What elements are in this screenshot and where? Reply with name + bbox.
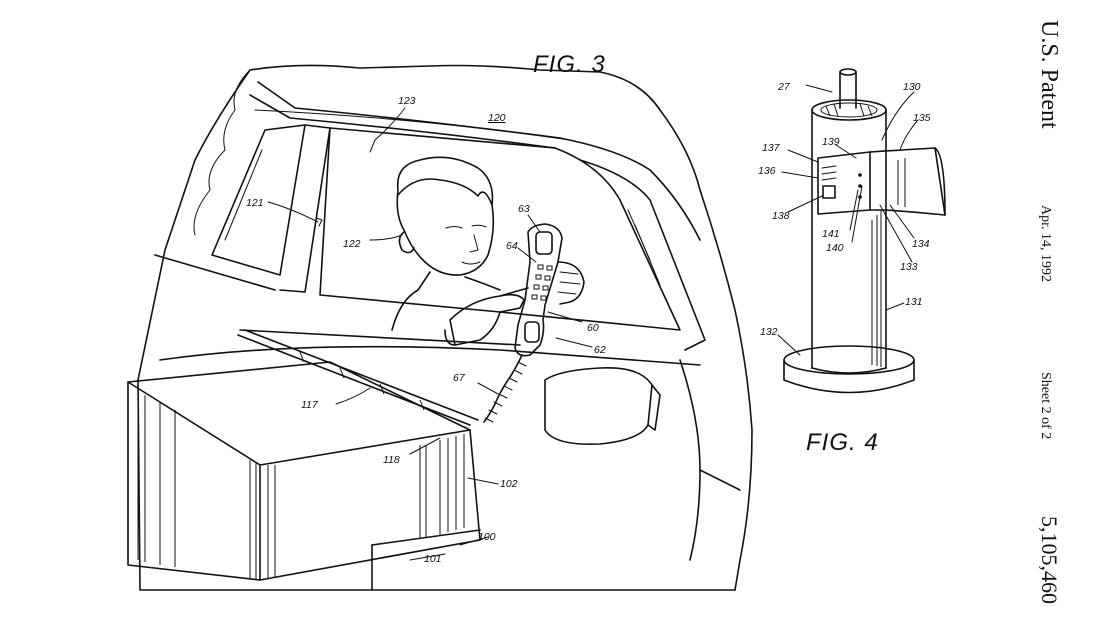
side-mirror bbox=[544, 367, 653, 446]
label-121: 121 bbox=[246, 197, 264, 209]
label-60: 60 bbox=[587, 322, 599, 334]
label-62: 62 bbox=[594, 344, 606, 356]
label-27: 27 bbox=[777, 81, 791, 93]
label-141: 141 bbox=[822, 228, 840, 240]
label-132: 132 bbox=[760, 326, 778, 338]
car-body-outline bbox=[137, 64, 753, 591]
label-137: 137 bbox=[762, 142, 781, 154]
phone-cord bbox=[483, 354, 523, 423]
label-130: 130 bbox=[903, 81, 921, 93]
fig3-title: FIG. 3 bbox=[533, 51, 606, 78]
label-63: 63 bbox=[518, 203, 530, 215]
label-120: 120 bbox=[488, 112, 506, 124]
label-140: 140 bbox=[826, 242, 844, 254]
label-100: 100 bbox=[478, 531, 496, 543]
label-67: 67 bbox=[453, 372, 466, 384]
label-133: 133 bbox=[900, 261, 918, 273]
label-64: 64 bbox=[506, 240, 518, 252]
fig4-leader-lines bbox=[777, 84, 919, 356]
patent-date: Apr. 14, 1992 bbox=[1038, 205, 1053, 282]
label-101: 101 bbox=[424, 553, 442, 565]
label-118: 118 bbox=[383, 454, 400, 466]
label-131: 131 bbox=[905, 296, 923, 308]
driver-figure bbox=[391, 156, 529, 346]
roof-line bbox=[257, 81, 701, 241]
fig4-drawing: 27 130 135 137 139 136 138 141 140 134 1… bbox=[758, 68, 946, 456]
post-column bbox=[811, 109, 887, 369]
label-138: 138 bbox=[772, 210, 790, 222]
patent-number: 5,105,460 bbox=[1037, 516, 1062, 604]
label-122: 122 bbox=[343, 238, 361, 250]
roadside-box bbox=[127, 329, 481, 591]
phone-handset bbox=[483, 223, 585, 423]
fig3-drawing: 123 120 121 122 63 64 60 62 67 117 118 1… bbox=[127, 51, 753, 591]
label-134: 134 bbox=[912, 238, 930, 250]
label-117: 117 bbox=[301, 399, 319, 411]
label-139: 139 bbox=[822, 136, 840, 148]
sheet-number: Sheet 2 of 2 bbox=[1038, 372, 1053, 440]
front-window bbox=[319, 127, 681, 331]
label-123: 123 bbox=[398, 95, 416, 107]
label-102: 102 bbox=[500, 478, 518, 490]
access-door bbox=[869, 147, 946, 216]
fig4-title: FIG. 4 bbox=[806, 429, 879, 456]
fig3-leader-lines bbox=[267, 107, 593, 561]
label-136: 136 bbox=[758, 165, 776, 177]
patent-office-label: U.S. Patent bbox=[1036, 20, 1062, 129]
label-135: 135 bbox=[913, 112, 931, 124]
control-panel bbox=[817, 151, 871, 215]
